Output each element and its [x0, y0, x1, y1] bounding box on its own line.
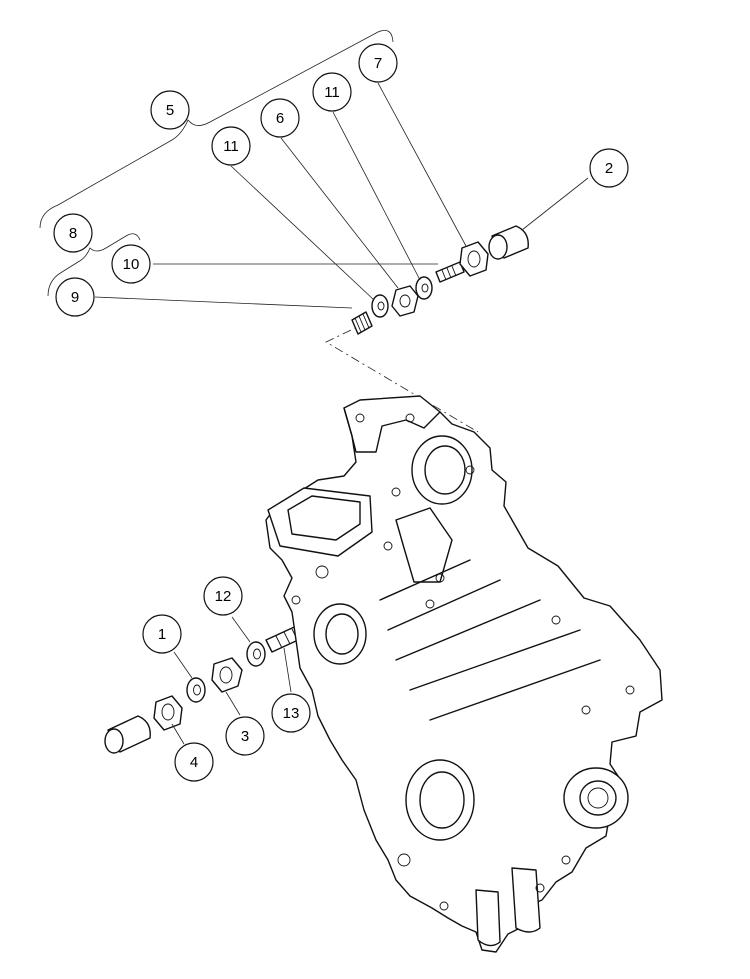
callout-6: 6: [260, 98, 300, 138]
leader-lines: [94, 82, 589, 745]
callout-label: 13: [283, 705, 300, 722]
callout-circle: [53, 213, 93, 253]
callout-circle: [174, 742, 214, 782]
bracket-group-8: [47, 233, 141, 297]
callout-2: 2: [589, 148, 629, 188]
callout-7: 7: [358, 43, 398, 83]
callout-circle: [260, 98, 300, 138]
nut-3: [211, 657, 243, 693]
callout-11: 11: [211, 126, 251, 166]
callout-circle: [211, 126, 251, 166]
callout-label: 12: [215, 588, 232, 605]
callout-circle: [55, 277, 95, 317]
nut-7: [459, 241, 489, 277]
callout-label: 4: [190, 754, 198, 771]
callout-11: 11: [312, 72, 352, 112]
callout-circle: [225, 716, 265, 756]
callout-circle: [271, 693, 311, 733]
stud-10: [435, 261, 465, 283]
callout-label: 3: [241, 728, 249, 745]
callout-1: 1: [142, 614, 182, 654]
callout-circle: [358, 43, 398, 83]
callout-13: 13: [271, 693, 311, 733]
washer-12: [246, 641, 266, 667]
callout-circle: [150, 90, 190, 130]
callout-label: 8: [69, 225, 77, 242]
upper-assembly: [39, 29, 529, 433]
callout-10: 10: [111, 244, 151, 284]
callout-3: 3: [225, 716, 265, 756]
callout-9: 9: [55, 277, 95, 317]
washer-right: [415, 276, 433, 300]
bolt-holes: [291, 413, 635, 911]
callout-label: 9: [71, 289, 79, 306]
front-cover-casting: [265, 395, 663, 953]
nut-6: [391, 285, 419, 317]
callout-circle: [203, 576, 243, 616]
stud-small: [351, 311, 373, 335]
callout-label: 5: [166, 102, 174, 119]
callout-circle: [111, 244, 151, 284]
washer-left: [371, 294, 389, 318]
callout-label: 1: [158, 626, 166, 643]
callout-label: 6: [276, 110, 284, 127]
sleeve-2: [488, 225, 529, 260]
callout-5: 5: [150, 90, 190, 130]
callout-label: 10: [123, 256, 140, 273]
callout-circle: [142, 614, 182, 654]
center-line: [325, 321, 479, 433]
callout-label: 7: [374, 55, 382, 72]
callout-layer: 5 7 11 6 11 2 8 10 9 12 1 13 3 4: [53, 43, 629, 782]
washer-1: [186, 677, 206, 703]
callout-circle: [589, 148, 629, 188]
callout-label: 11: [223, 138, 239, 155]
nut-4: [153, 695, 183, 731]
callout-4: 4: [174, 742, 214, 782]
callout-circle: [312, 72, 352, 112]
callout-label: 2: [605, 160, 613, 177]
callout-label: 11: [324, 84, 340, 101]
sleeve-lower: [104, 715, 151, 754]
bracket-group-5: [39, 29, 394, 229]
callout-8: 8: [53, 213, 93, 253]
callout-12: 12: [203, 576, 243, 616]
